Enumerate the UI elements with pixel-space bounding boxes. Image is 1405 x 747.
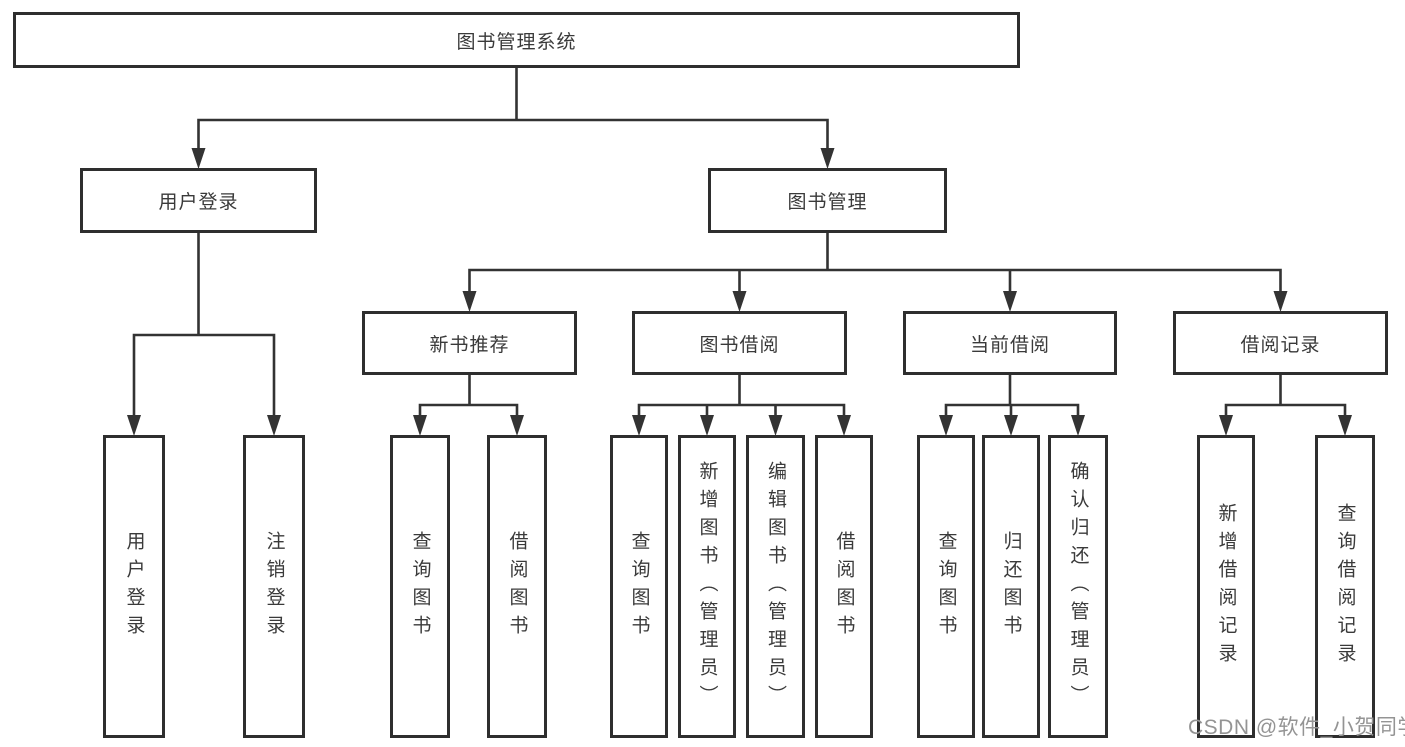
- node-leaf-borrow-book-2: 借阅图书: [815, 435, 873, 738]
- node-label: 新增借阅记录: [1215, 502, 1237, 671]
- node-label: 归还图书: [1000, 530, 1022, 643]
- node-book-borrow: 图书借阅: [632, 311, 847, 375]
- node-new-book-rec: 新书推荐: [362, 311, 577, 375]
- arrowhead: [1003, 291, 1017, 312]
- arrowhead: [1219, 415, 1233, 436]
- edge-new-book-rec: [413, 372, 524, 436]
- arrowhead: [1004, 415, 1018, 436]
- arrowhead: [732, 291, 747, 312]
- node-leaf-return-book: 归还图书: [982, 435, 1040, 738]
- node-leaf-add-book: 新增图书（管理员）: [678, 435, 736, 738]
- arrowhead: [939, 415, 953, 436]
- node-current-borrow: 当前借阅: [903, 311, 1117, 375]
- node-leaf-borrow-book-1: 借阅图书: [487, 435, 547, 738]
- arrowhead: [768, 415, 783, 436]
- node-label: 借阅图书: [506, 530, 528, 643]
- node-label: 编辑图书（管理员）: [765, 460, 786, 713]
- watermark: CSDN @软件_小贺同学: [1188, 716, 1405, 739]
- edge-book-mgmt: [462, 230, 1288, 312]
- node-label: 查询借阅记录: [1334, 502, 1356, 671]
- node-label: 查询图书: [935, 530, 957, 643]
- arrowhead: [462, 291, 477, 312]
- node-label: 注销登录: [263, 530, 285, 643]
- node-leaf-add-record: 新增借阅记录: [1197, 435, 1255, 738]
- arrowhead: [191, 148, 206, 169]
- node-leaf-user-login: 用户登录: [103, 435, 165, 738]
- node-leaf-edit-book: 编辑图书（管理员）: [746, 435, 805, 738]
- arrowhead: [510, 415, 524, 436]
- edge-user-login: [127, 230, 281, 436]
- arrowhead: [820, 148, 835, 169]
- node-label: 查询图书: [628, 530, 650, 643]
- arrowhead: [267, 415, 281, 436]
- node-borrow-records: 借阅记录: [1173, 311, 1388, 375]
- node-book-mgmt: 图书管理: [708, 168, 947, 233]
- node-user-login: 用户登录: [80, 168, 317, 233]
- node-leaf-logout: 注销登录: [243, 435, 305, 738]
- node-leaf-query-book-3: 查询图书: [917, 435, 975, 738]
- arrowhead: [700, 415, 714, 436]
- node-label: 确认归还（管理员）: [1067, 460, 1089, 713]
- arrowhead: [1338, 415, 1352, 436]
- arrowhead: [1273, 291, 1288, 312]
- node-root: 图书管理系统: [13, 12, 1020, 68]
- node-leaf-confirm-return: 确认归还（管理员）: [1048, 435, 1108, 738]
- node-leaf-query-book-1: 查询图书: [390, 435, 450, 738]
- node-label: 用户登录: [123, 530, 145, 643]
- node-label: 借阅图书: [833, 530, 855, 643]
- node-label: 新增图书（管理员）: [696, 460, 718, 713]
- arrowhead: [127, 415, 141, 436]
- arrowhead: [413, 415, 427, 436]
- node-leaf-query-book-2: 查询图书: [610, 435, 668, 738]
- arrowhead: [1071, 415, 1085, 436]
- edge-root: [191, 65, 835, 169]
- arrowhead: [837, 415, 851, 436]
- edge-current-borrow: [939, 372, 1085, 436]
- arrowhead: [632, 415, 646, 436]
- node-leaf-query-record: 查询借阅记录: [1315, 435, 1375, 738]
- edge-book-borrow: [632, 372, 851, 436]
- edge-borrow-records: [1219, 372, 1352, 436]
- node-label: 查询图书: [409, 530, 431, 643]
